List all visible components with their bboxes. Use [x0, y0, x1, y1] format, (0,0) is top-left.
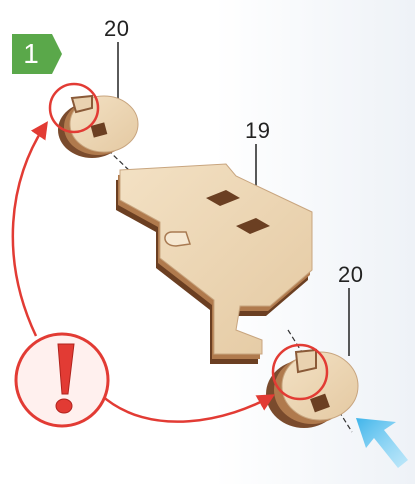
red-arrow-right: [99, 393, 276, 423]
wheel-part-bottom: [266, 348, 359, 428]
callout-label-bottom: 20: [338, 262, 364, 287]
step-badge: [12, 34, 62, 74]
warning-icon: [14, 332, 110, 428]
callout-label-top: 20: [104, 16, 130, 41]
step-number: 1: [23, 38, 39, 69]
wheel-part-top: [58, 94, 139, 158]
callout-label-middle: 19: [245, 118, 271, 143]
highlight-circle-bottom: [271, 343, 329, 401]
blue-arrow-icon: [356, 418, 408, 468]
red-arrow-up: [11, 121, 48, 337]
body-part-19: [116, 163, 313, 364]
highlight-circle-top: [48, 82, 100, 134]
